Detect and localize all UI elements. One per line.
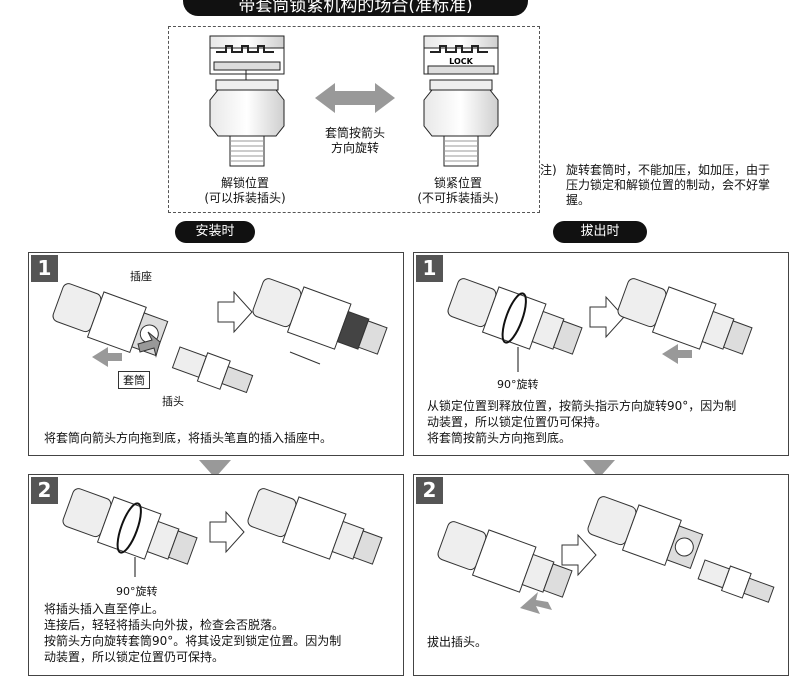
- mechanism-diagram-box: [168, 26, 540, 213]
- install-step-1-panel: [28, 252, 404, 456]
- page-title: 带套筒锁紧机构的场合(准标准): [183, 0, 528, 16]
- install-step-2-line-2: 连接后，轻轻将插头向外拔，检查会否脱落。: [44, 618, 285, 632]
- install-section-label: 安装时: [175, 221, 255, 243]
- remove-step-2-text: 拔出插头。: [427, 635, 488, 649]
- install-step-2-text: 将插头插入直至停止。 连接后，轻轻将插头向外拔，检查会否脱落。 按箭头方向旋转套…: [44, 601, 341, 665]
- install-step-1-number: 1: [31, 255, 58, 282]
- remove-step-1-line-2: 动装置，所以锁定位置仍可保持。: [427, 415, 608, 429]
- lock-label: LOCK: [449, 57, 473, 66]
- rotate-direction-caption: 套筒按箭头 方向旋转: [324, 126, 385, 155]
- install-step-2-line-3: 按箭头方向旋转套筒90°。将其设定到锁定位置。因为制: [44, 634, 342, 648]
- install-step-2-number: 2: [31, 477, 58, 504]
- plug-label: 插头: [162, 395, 184, 408]
- install-next-arrow-icon: [199, 460, 231, 478]
- socket-label: 插座: [130, 270, 152, 283]
- install-step-2-illustration: [62, 488, 383, 577]
- mechanism-diagram: LOCK: [209, 35, 499, 167]
- remove-step-2-illustration: [437, 496, 775, 614]
- sleeve-label: 套筒: [118, 371, 150, 389]
- remove-step-1-number: 1: [416, 255, 443, 282]
- double-arrow-icon: [315, 83, 395, 113]
- remove-step-1-illustration: [447, 278, 753, 372]
- install-step-1-illustration: [52, 278, 388, 394]
- coupler-locked: LOCK: [423, 35, 499, 167]
- install-step-2-line-1: 将插头插入直至停止。: [44, 602, 165, 616]
- note-body: 旋转套筒时，不能加压，如加压，由于压力锁定和解锁位置的制动，会不好掌握。: [566, 163, 771, 207]
- remove-section-label: 拔出时: [553, 221, 647, 243]
- remove-next-arrow-icon: [583, 460, 615, 478]
- note-prefix: 注): [540, 163, 557, 177]
- remove-step-1-line-1: 从锁定位置到释放位置，按箭头指示方向旋转90°，因为制: [427, 399, 737, 413]
- remove-step-1-line-3: 将套筒按箭头方向拖到底。: [427, 431, 572, 445]
- remove-step-2-number: 2: [416, 477, 443, 504]
- install-rotate-label: 90°旋转: [116, 585, 158, 598]
- install-step-2-line-4: 动装置，所以锁定位置仍可保持。: [44, 650, 225, 664]
- remove-step-1-text: 从锁定位置到释放位置，按箭头指示方向旋转90°，因为制 动装置，所以锁定位置仍可…: [427, 398, 736, 446]
- caution-note: 注) 旋转套筒时，不能加压，如加压，由于压力锁定和解锁位置的制动，会不好掌握。: [540, 163, 780, 208]
- remove-rotate-label: 90°旋转: [497, 378, 539, 391]
- coupler-unlocked: [209, 35, 285, 167]
- locked-caption: 锁紧位置 (不可拆装插头): [417, 176, 499, 205]
- unlocked-caption: 解锁位置 (可以拆装插头): [204, 176, 286, 205]
- install-step-1-text: 将套筒向箭头方向拖到底，将插头笔直的插入插座中。: [44, 431, 333, 445]
